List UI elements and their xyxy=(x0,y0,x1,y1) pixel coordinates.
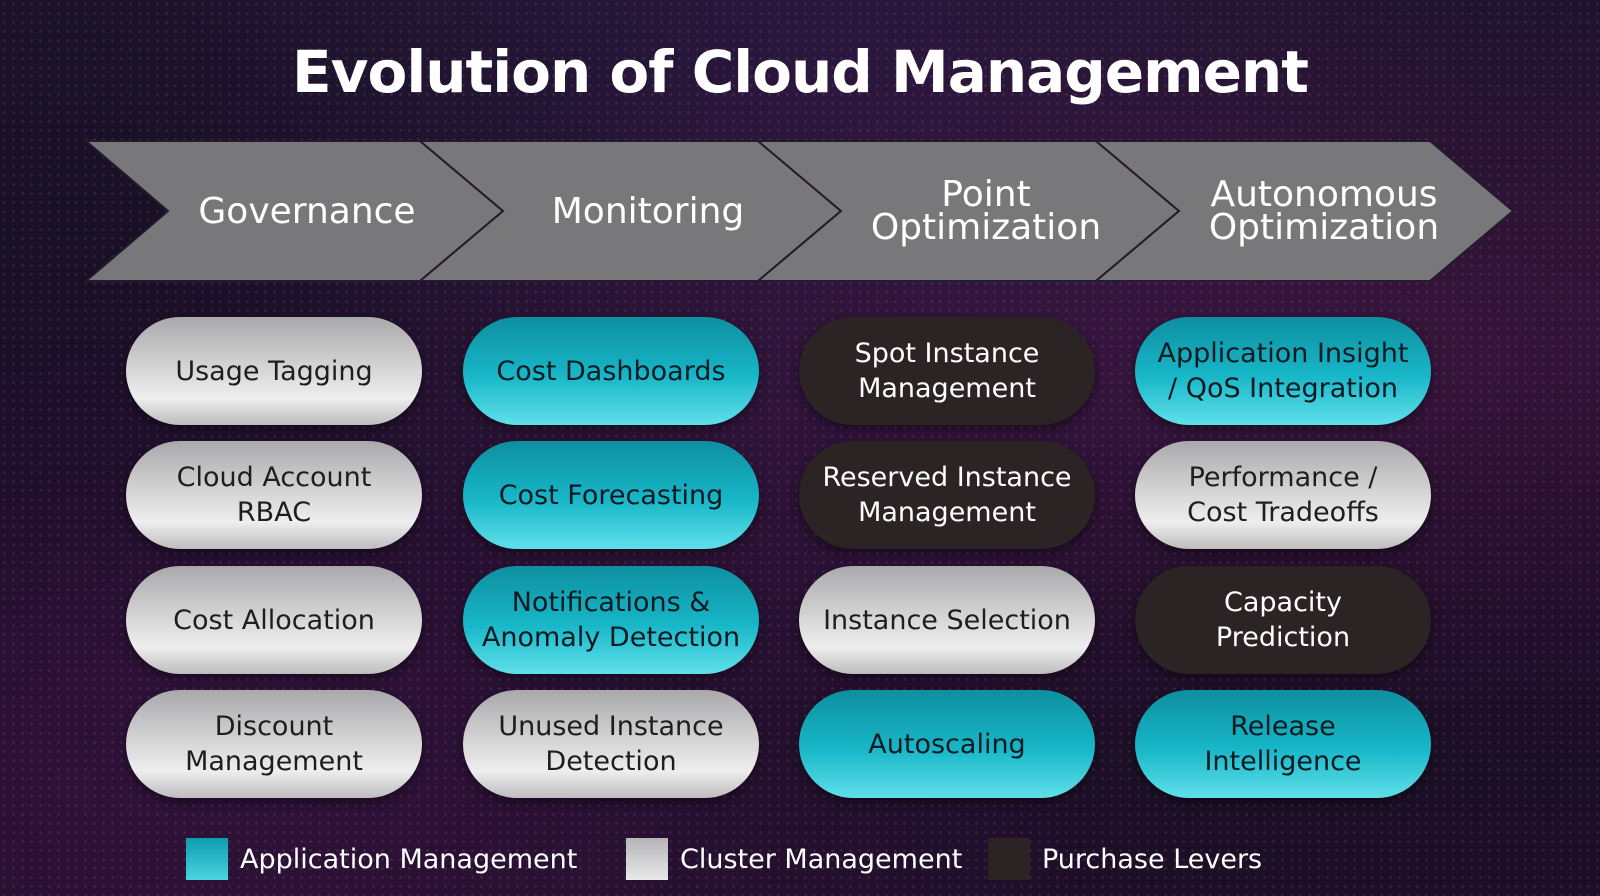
item-performance-cost-tradeoffs: Performance / Cost Tradeoffs xyxy=(1135,441,1431,549)
item-instance-selection: Instance Selection xyxy=(799,566,1095,674)
item-cost-dashboards: Cost Dashboards xyxy=(463,317,759,425)
legend-swatch-application xyxy=(186,838,228,880)
item-usage-tagging: Usage Tagging xyxy=(126,317,422,425)
item-application-insight-qos: Application Insight / QoS Integration xyxy=(1135,317,1431,425)
item-spot-instance-management: Spot Instance Management xyxy=(799,317,1095,425)
item-discount-management: Discount Management xyxy=(126,690,422,798)
item-autoscaling: Autoscaling xyxy=(799,690,1095,798)
legend-cluster-management: Cluster Management xyxy=(626,838,962,880)
legend-swatch-purchase xyxy=(988,838,1030,880)
phase-label-autonomous-optimization: Autonomous Optimization xyxy=(1208,174,1440,248)
legend-swatch-cluster xyxy=(626,838,668,880)
legend-purchase-levers: Purchase Levers xyxy=(988,838,1262,880)
legend-label-application: Application Management xyxy=(240,843,578,875)
legend-application-management: Application Management xyxy=(186,838,577,880)
item-unused-instance-detection: Unused Instance Detection xyxy=(463,690,759,798)
item-notifications-anomaly-detection: Notifications & Anomaly Detection xyxy=(463,566,759,674)
item-reserved-instance-management: Reserved Instance Management xyxy=(799,441,1095,549)
item-capacity-prediction: Capacity Prediction xyxy=(1135,566,1431,674)
legend-label-cluster: Cluster Management xyxy=(680,843,963,875)
chevron-autonomous-optimization xyxy=(1093,140,1515,282)
item-cost-allocation: Cost Allocation xyxy=(126,566,422,674)
legend-label-purchase: Purchase Levers xyxy=(1042,843,1263,875)
phase-label-point-optimization: Point Optimization xyxy=(870,174,1102,248)
page-title: Evolution of Cloud Management xyxy=(292,38,1309,106)
phase-label-governance: Governance xyxy=(198,190,416,232)
item-release-intelligence: Release Intelligence xyxy=(1135,690,1431,798)
item-cost-forecasting: Cost Forecasting xyxy=(463,441,759,549)
item-cloud-account-rbac: Cloud Account RBAC xyxy=(126,441,422,549)
phase-label-monitoring: Monitoring xyxy=(551,190,745,232)
